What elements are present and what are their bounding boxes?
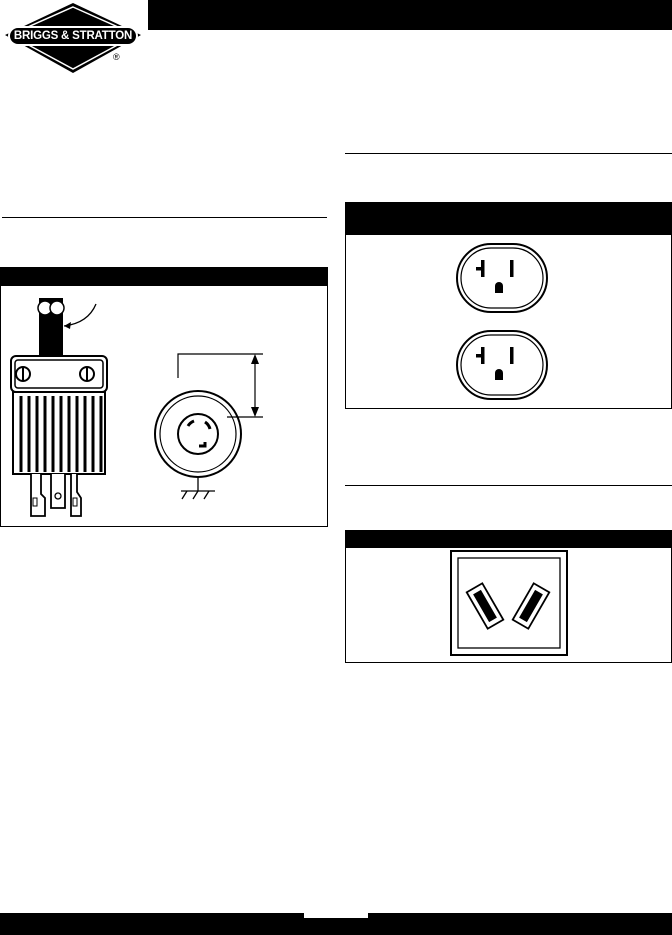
outlet-bottom [456,330,548,400]
footer-bar-left [0,913,304,935]
header-bar [148,0,672,30]
figure-1-panel [0,286,328,527]
outlet-plate-outer [450,550,568,656]
callout-arrow [63,303,97,327]
figure-3-panel [345,548,672,663]
duplex-receptacle-drawing [456,243,548,400]
angled-slot-right [511,582,551,630]
outlet-top [456,243,548,313]
brand-logo: BRIGGS & STRATTON ® [2,2,144,76]
footer-bar-right [368,913,672,935]
plug-grip [12,391,106,475]
prong-left [30,474,46,517]
logo-diamond [5,3,141,73]
figure-2-panel [345,235,672,409]
locking-plug-receptacle-drawing [10,298,263,517]
figure-3-header [345,530,672,548]
twist-outlet-drawing [450,550,568,656]
registered-mark: ® [113,52,120,62]
angled-slot-left [465,582,505,630]
footer-page-tab [304,918,368,935]
prong-center [50,474,66,509]
logo-wordmark: BRIGGS & STRATTON [13,30,133,42]
figure-1-header [0,267,328,286]
right-section-rule-1 [345,153,672,154]
left-section-rule [2,217,327,218]
outlet-plate-inner [457,557,561,649]
right-section-rule-2 [345,485,672,486]
receptacle-face [177,413,219,455]
prong-right [70,474,82,517]
figure-2-header [345,202,672,235]
